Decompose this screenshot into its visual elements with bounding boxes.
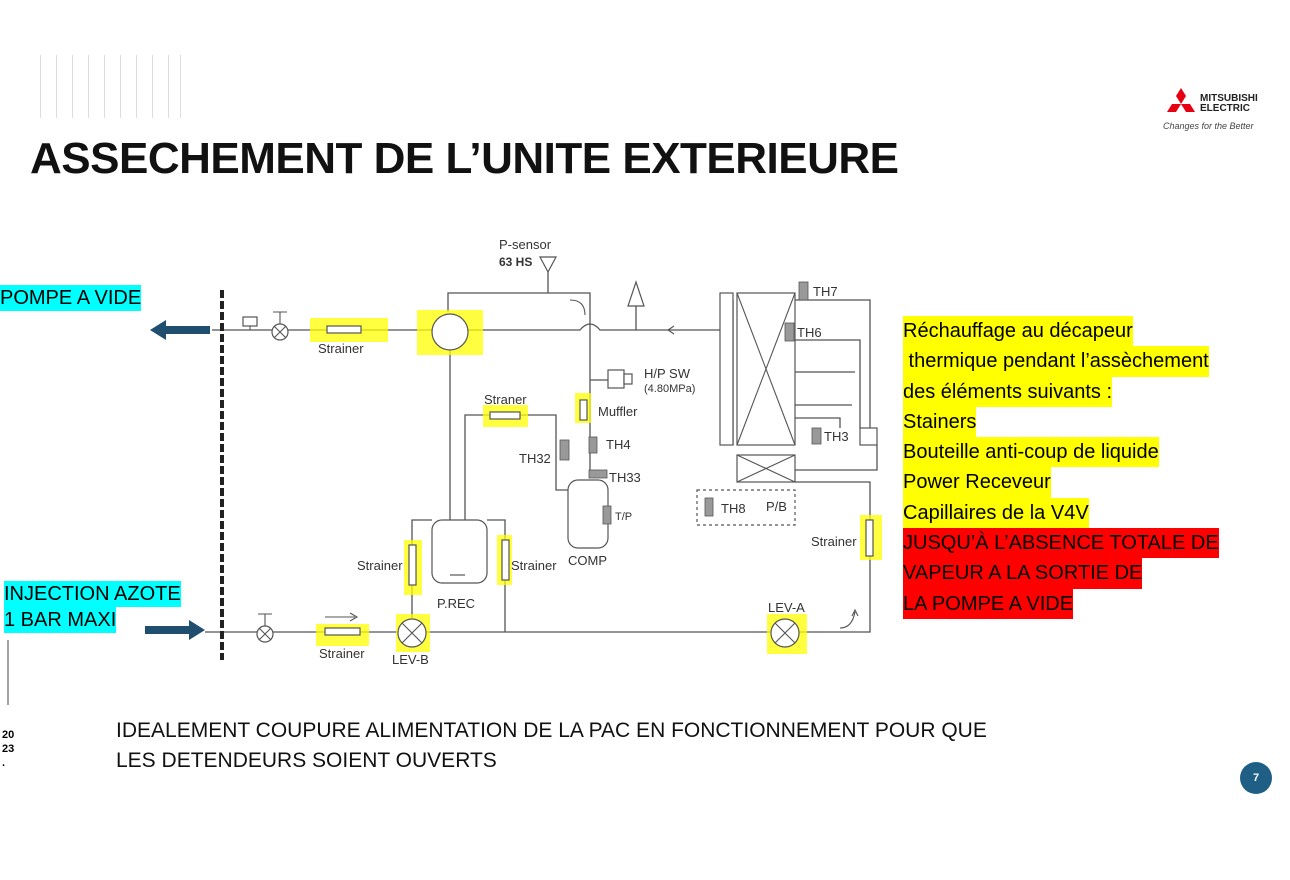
heating-instructions: Réchauffage au décapeur thermique pendan… xyxy=(903,316,1219,619)
four-way-valve-icon xyxy=(431,313,469,351)
arrow-left-icon xyxy=(165,326,210,334)
lev-b-label: LEV-B xyxy=(392,652,429,667)
straner-label: Straner xyxy=(484,392,527,407)
th3-label: TH3 xyxy=(824,429,849,444)
lev-a-label: LEV-A xyxy=(768,600,805,615)
arrow-right-icon xyxy=(145,626,190,634)
pb-label: P/B xyxy=(766,499,787,514)
flow-arrows xyxy=(145,320,210,640)
hp-sw-value: (4.80MPa) xyxy=(644,383,695,395)
th6-label: TH6 xyxy=(797,325,822,340)
warning-text: JUSQU’À L’ABSENCE TOTALE DE xyxy=(903,528,1219,559)
strainer-label: Strainer xyxy=(319,646,365,661)
p-sensor-label: P-sensor xyxy=(499,237,552,252)
th4-label: TH4 xyxy=(606,437,631,452)
tp-label: T/P xyxy=(615,511,632,523)
th33-label: TH33 xyxy=(609,470,641,485)
th7-label: TH7 xyxy=(813,284,838,299)
strainer-label: Strainer xyxy=(318,341,364,356)
p-sensor-icon xyxy=(539,256,557,274)
strainer-label: Strainer xyxy=(357,558,403,573)
footer-note: IDEALEMENT COUPURE ALIMENTATION DE LA PA… xyxy=(116,719,987,772)
logo-tagline: Changes for the Better xyxy=(1163,121,1254,131)
page-number-badge: 7 xyxy=(1240,762,1272,794)
muffler-label: Muffler xyxy=(598,404,638,419)
comp-label: COMP xyxy=(568,553,607,568)
arrow-left-icon xyxy=(150,320,166,340)
hp-sw-label: H/P SW xyxy=(644,366,691,381)
63hs-label: 63 HS xyxy=(499,255,532,269)
three-diamonds-icon xyxy=(1167,88,1195,112)
vacuum-pump-label: POMPE A VIDE xyxy=(0,285,142,311)
strainer-label: Strainer xyxy=(811,534,857,549)
prec-label: P.REC xyxy=(437,596,475,611)
th8-label: TH8 xyxy=(721,501,746,516)
page-title: ASSECHEMENT DE L’UNITE EXTERIEURE xyxy=(30,134,899,183)
strainer-label: Strainer xyxy=(511,558,557,573)
arrow-right-icon xyxy=(189,620,205,640)
fan-icon xyxy=(627,280,645,307)
th32-label: TH32 xyxy=(519,451,551,466)
